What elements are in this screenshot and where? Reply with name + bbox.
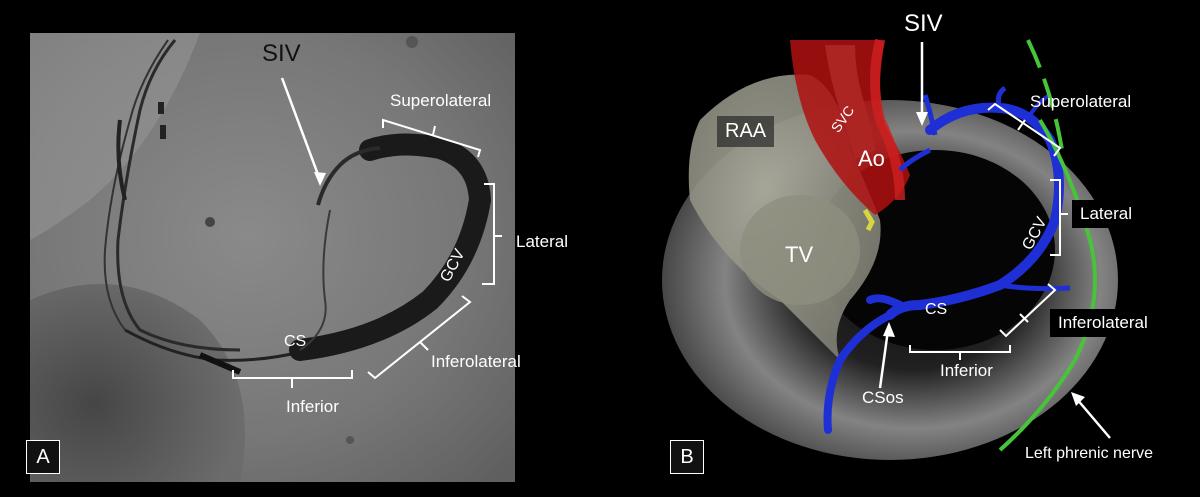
ao-label: Ao bbox=[858, 146, 885, 171]
superolateral-label: Superolateral bbox=[1030, 92, 1132, 111]
fluoroscopy-image bbox=[30, 33, 515, 482]
panel-b-letter: B bbox=[670, 440, 704, 474]
lateral-label: Lateral bbox=[1072, 200, 1140, 228]
3d-heart-model bbox=[662, 38, 1118, 460]
inferior-label: Inferior bbox=[286, 397, 339, 416]
lateral-label: Lateral bbox=[516, 232, 568, 251]
raa-label: RAA bbox=[717, 116, 775, 147]
siv-label: SIV bbox=[904, 10, 943, 37]
csos-label: CSos bbox=[862, 388, 904, 407]
panel-a-fluoroscopy: SIV Superolateral Lateral GCV CS Inferol… bbox=[26, 33, 568, 482]
panel-b-3d-model: SIV Superolateral RAA SVC Ao Lateral TV … bbox=[600, 0, 1200, 497]
cs-label: CS bbox=[925, 301, 948, 318]
inferolateral-label: Inferolateral bbox=[431, 352, 521, 371]
tv-label: TV bbox=[785, 242, 814, 267]
siv-label: SIV bbox=[262, 40, 301, 67]
panel-a-letter: A bbox=[26, 440, 60, 474]
cs-label: CS bbox=[284, 333, 307, 350]
inferolateral-label: Inferolateral bbox=[1050, 309, 1156, 337]
left-phrenic-nerve-label: Left phrenic nerve bbox=[1025, 445, 1154, 462]
inferior-label: Inferior bbox=[940, 361, 993, 380]
superolateral-label: Superolateral bbox=[390, 91, 492, 110]
